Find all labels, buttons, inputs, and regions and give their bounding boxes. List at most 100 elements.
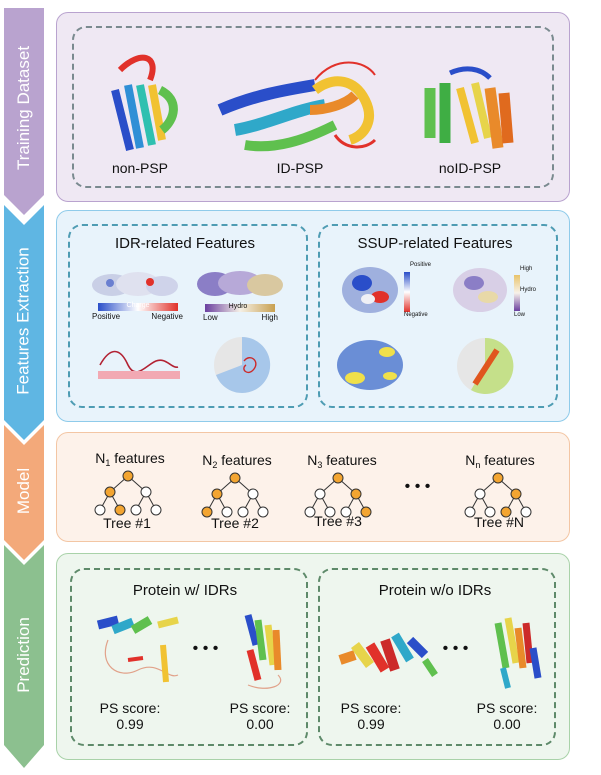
with-idr-score2-value: 0.00: [246, 716, 274, 732]
without-idr-score1-label: PS score:: [340, 700, 402, 716]
protein-with-idr-low: [244, 614, 282, 689]
idr-hydro-surface: [197, 271, 283, 296]
chevron-training: [4, 8, 44, 215]
idr-features-frame: [68, 224, 308, 408]
ssup-features-title: SSUP-related Features: [357, 235, 513, 252]
ssup-hydro-surface: [453, 268, 507, 312]
ssup-hydro-top: High: [520, 266, 533, 272]
tree-node-selected: [360, 506, 372, 518]
non-psp-label: non-PSP: [111, 160, 169, 176]
chevron-features: [4, 205, 44, 440]
tree-node: [304, 506, 316, 518]
tree-node: [221, 506, 233, 518]
without-idr-title: Protein w/o IDRs: [378, 582, 492, 599]
tree-node: [474, 488, 486, 500]
label-prediction: Prediction: [14, 617, 34, 693]
tree-node-selected: [122, 470, 134, 482]
hydro-bar-right: High: [261, 313, 278, 322]
protein-with-idr-high: [96, 615, 179, 683]
tree-node-selected: [510, 488, 522, 500]
treeN-label: Tree #N: [473, 514, 525, 530]
hydro-bar-label: Hydro: [228, 303, 248, 310]
tree-node-selected: [332, 472, 344, 484]
noid-psp-label: noID-PSP: [438, 160, 502, 176]
protein-without-idr-high: [338, 632, 438, 677]
charge-colorbar: [98, 303, 178, 311]
idr-fraction-pie: [214, 336, 271, 393]
tree-node-selected: [104, 486, 116, 498]
idr-charge-surface: [92, 272, 178, 296]
tree-node: [520, 506, 532, 518]
hydro-bar-left: Low: [203, 313, 218, 322]
decision-tree-n: [464, 472, 532, 518]
tree2-label: Tree #2: [211, 515, 259, 531]
protein-without-idr-low: [494, 617, 542, 689]
tree-node: [257, 506, 269, 518]
with-idr-score1-value: 0.99: [116, 716, 144, 732]
tree-node: [340, 506, 352, 518]
charge-bar-left: Positive: [92, 312, 121, 321]
without-idr-frame: [318, 568, 556, 746]
decision-tree-2: [201, 472, 269, 518]
training-dashed-frame: [72, 26, 554, 188]
ssup-hydro-bottom: Low: [514, 312, 526, 318]
tree-node: [140, 486, 152, 498]
tree-node: [94, 504, 106, 516]
ssup-charge-colorbar: [404, 272, 410, 312]
with-idr-ellipsis: • • •: [192, 640, 219, 657]
with-idr-title: Protein w/ IDRs: [132, 582, 238, 599]
ssup-fraction-pie: [457, 337, 514, 394]
label-features: Features Extraction: [14, 246, 33, 395]
chevron-model: [4, 425, 44, 560]
with-idr-score2-label: PS score:: [229, 700, 291, 716]
tree-node-selected: [492, 472, 504, 484]
label-model: Model: [14, 467, 33, 514]
tree3-label: Tree #3: [314, 513, 362, 529]
tree-node-selected: [211, 488, 223, 500]
ssup-charge-top: Positive: [410, 262, 432, 268]
tree-node-selected: [114, 504, 126, 516]
charge-bar-label: Charge: [126, 302, 150, 309]
tree3-features: N3 features: [307, 452, 377, 470]
decision-tree-3: [304, 472, 372, 518]
ssup-hydro-mid: Hydro: [520, 287, 537, 293]
with-idr-score1-label: PS score:: [99, 700, 161, 716]
decision-tree-1: [94, 470, 162, 516]
tree1-label: Tree #1: [103, 515, 151, 531]
ssup-surface-patch: [337, 340, 403, 390]
tree-node: [314, 488, 326, 500]
treeN-features: Nn features: [465, 452, 535, 470]
tree-node-selected: [229, 472, 241, 484]
label-training: Training Dataset: [14, 45, 34, 170]
protein-id-psp: [217, 61, 377, 152]
model-ellipsis: • • •: [404, 478, 431, 495]
charge-bar-right: Negative: [151, 312, 183, 321]
protein-noid-psp: [424, 66, 514, 149]
tree-node-selected: [201, 506, 213, 518]
hydro-colorbar: [205, 304, 275, 312]
without-idr-score2-value: 0.00: [493, 716, 521, 732]
ssup-charge-bottom: Negative: [404, 312, 428, 318]
disorder-profile-curve: [98, 350, 180, 379]
protein-non-psp: [111, 54, 178, 151]
id-psp-label: ID-PSP: [276, 160, 324, 176]
idr-features-title: IDR-related Features: [114, 235, 256, 252]
chevron-prediction: [4, 545, 44, 768]
tree-node: [130, 504, 142, 516]
tree-node-selected: [350, 488, 362, 500]
ssup-features-frame: [318, 224, 558, 408]
ssup-charge-surface: [342, 267, 398, 313]
tree1-features: N1 features: [95, 450, 165, 468]
ssup-hydro-colorbar: [514, 275, 520, 311]
tree-node: [247, 488, 259, 500]
tree-node: [464, 506, 476, 518]
tree-node: [484, 506, 496, 518]
tree-node: [237, 506, 249, 518]
tree2-features: N2 features: [202, 452, 272, 470]
with-idr-frame: [70, 568, 308, 746]
without-idr-score1-value: 0.99: [357, 716, 385, 732]
without-idr-ellipsis: • • •: [442, 640, 469, 657]
tree-node: [324, 506, 336, 518]
tree-node: [150, 504, 162, 516]
tree-node-selected: [500, 506, 512, 518]
